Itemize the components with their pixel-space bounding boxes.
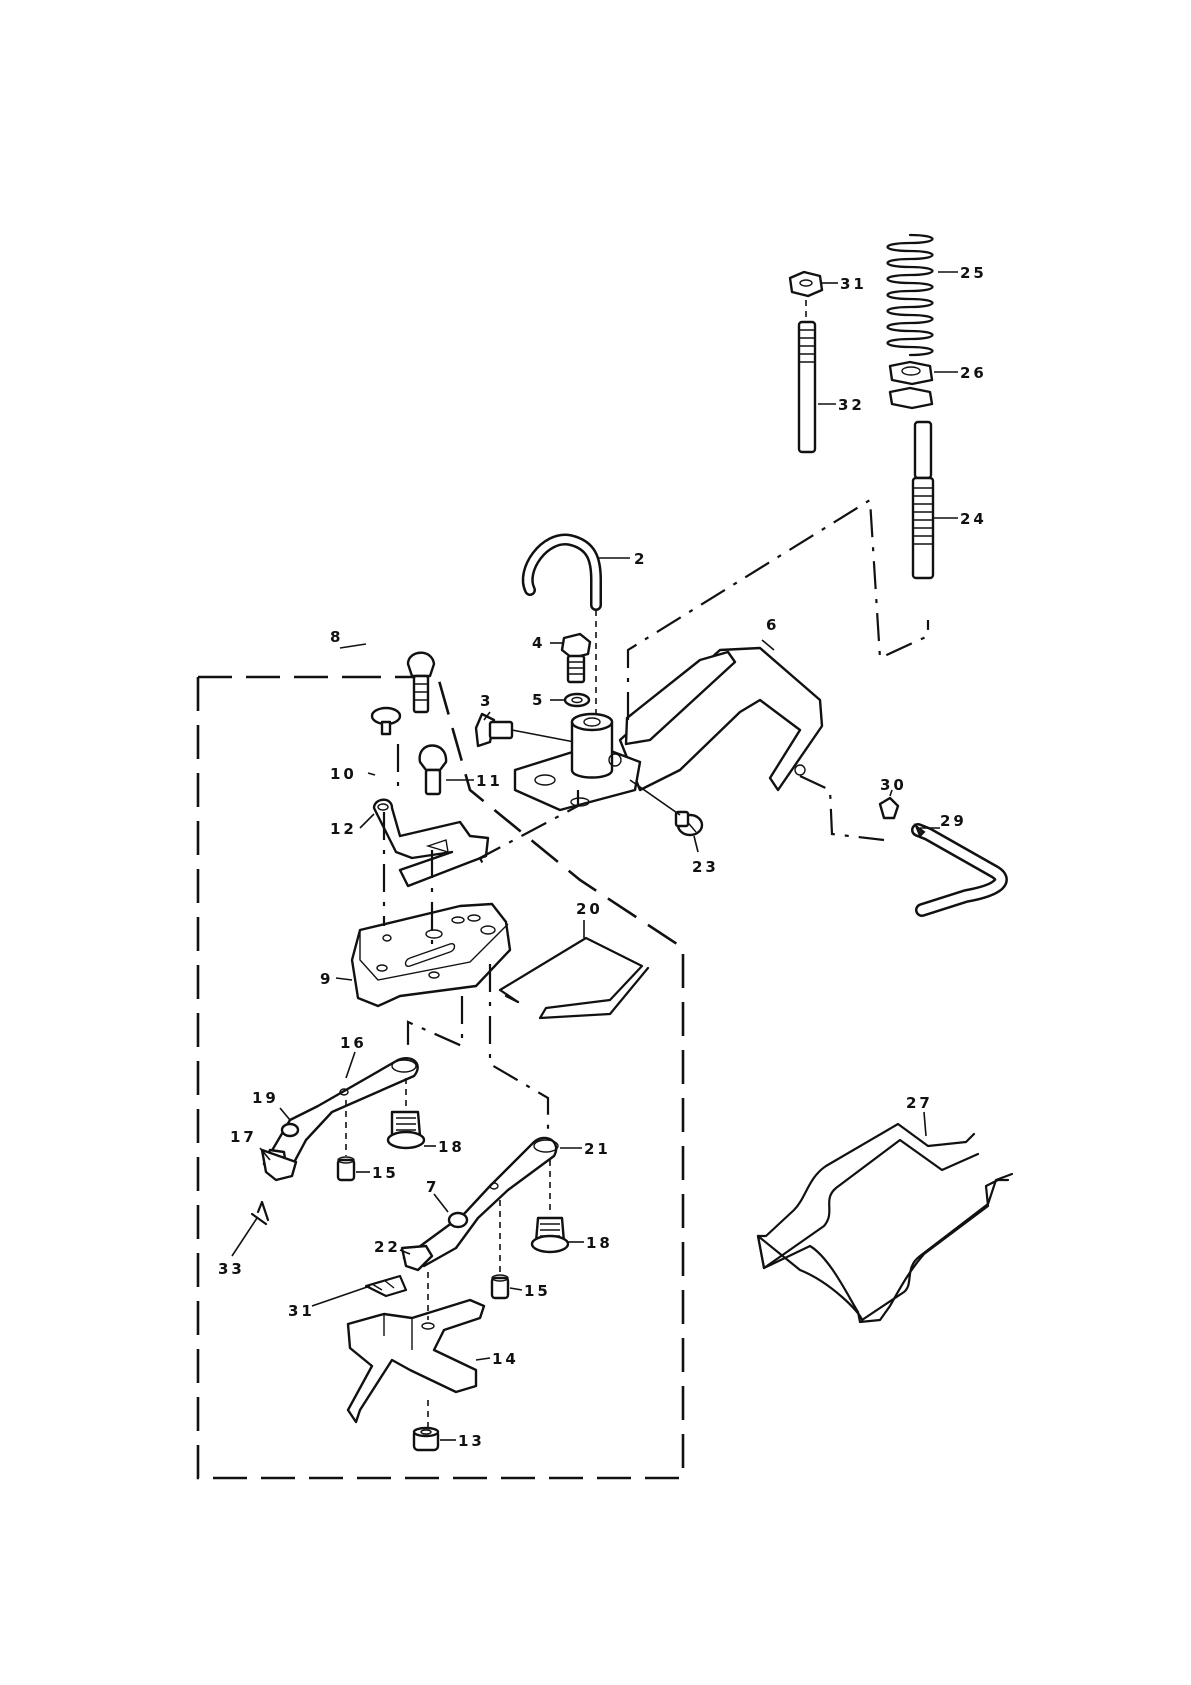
- label-22: 22: [374, 1238, 401, 1256]
- label-8: 8: [330, 628, 343, 646]
- label-15b: 15: [524, 1282, 551, 1300]
- part-5-washer: [565, 694, 589, 706]
- part-25-spring: [888, 235, 933, 355]
- label-7: 7: [426, 1178, 439, 1196]
- part-10-screw: [372, 708, 400, 734]
- label-17: 17: [230, 1128, 257, 1146]
- label-4: 4: [532, 634, 545, 652]
- label-29: 29: [940, 812, 967, 830]
- part-19-screw: [282, 1124, 298, 1136]
- part-24-stud: [913, 422, 933, 578]
- assembly-lines: [384, 500, 928, 1138]
- part-11-thumb-screw: [420, 746, 446, 795]
- part-3-screw: [476, 714, 512, 746]
- part-labels: 31 32 25 26 24 2 6 4 5 3 8 10 11 12 9 20…: [218, 264, 987, 1450]
- label-20: 20: [576, 900, 603, 918]
- label-34: 31: [288, 1302, 315, 1320]
- part-31-nut: [790, 272, 822, 296]
- label-12: 12: [330, 820, 357, 838]
- label-21: 21: [584, 1140, 611, 1158]
- label-26: 26: [960, 364, 987, 382]
- part-15b-pin: [492, 1275, 508, 1298]
- label-24: 24: [960, 510, 987, 528]
- label-27: 27: [906, 1094, 933, 1112]
- label-30: 30: [880, 776, 907, 794]
- label-15a: 15: [372, 1164, 399, 1182]
- part-7-screw: [449, 1213, 467, 1227]
- part-32-stud: [799, 322, 815, 452]
- part-21-lever: [402, 1138, 558, 1270]
- part-34-spring: [366, 1276, 406, 1296]
- part-18b-screw: [532, 1218, 568, 1252]
- part-20-wire: [500, 938, 648, 1018]
- label-18a: 18: [438, 1138, 465, 1156]
- part-29-handle: [916, 826, 1001, 910]
- label-5: 5: [532, 691, 545, 709]
- part-26-nut: [890, 362, 932, 408]
- label-19: 19: [252, 1089, 279, 1107]
- part-4-screw: [562, 634, 590, 682]
- label-11: 11: [476, 772, 503, 790]
- label-3: 3: [480, 692, 493, 710]
- label-23: 23: [692, 858, 719, 876]
- part-14-foot: [348, 1300, 484, 1422]
- label-16: 16: [340, 1034, 367, 1052]
- label-10: 10: [330, 765, 357, 783]
- part-23-screw: [676, 812, 702, 835]
- label-33: 33: [218, 1260, 245, 1278]
- label-25: 25: [960, 264, 987, 282]
- label-13: 13: [458, 1432, 485, 1450]
- part-13-nut: [414, 1428, 438, 1450]
- label-31: 31: [840, 275, 867, 293]
- part-6-bracket: [620, 648, 822, 790]
- label-14: 14: [492, 1350, 519, 1368]
- part-2-hook-rod: [528, 540, 596, 605]
- part-15a-pin: [338, 1157, 354, 1180]
- part-screw-top: [408, 653, 434, 712]
- part-30-nut: [880, 798, 898, 818]
- label-32: 32: [838, 396, 865, 414]
- label-6: 6: [766, 616, 779, 634]
- part-18a-screw: [388, 1112, 424, 1148]
- label-2: 2: [634, 550, 647, 568]
- part-27-wire-frame: [758, 1124, 1012, 1322]
- label-9: 9: [320, 970, 333, 988]
- label-leaders: [232, 272, 958, 1440]
- label-18b: 18: [586, 1234, 613, 1252]
